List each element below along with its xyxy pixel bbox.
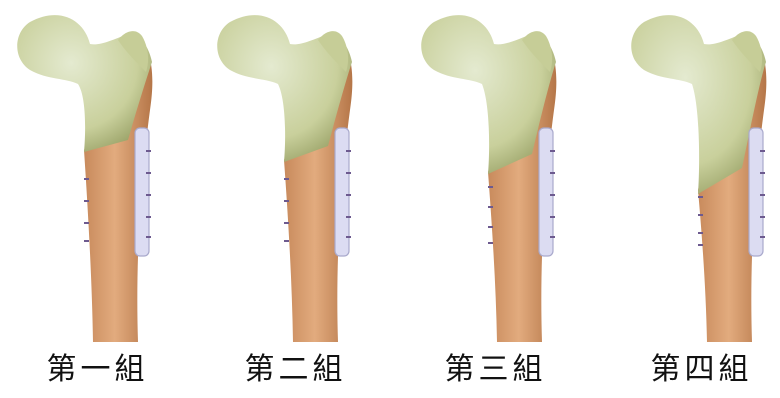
group-2-panel: 第二組 [198, 0, 393, 398]
group-4-label: 第四組 [604, 348, 780, 392]
group-3-panel: 第三組 [398, 0, 593, 398]
femur-1-model [0, 0, 195, 345]
femur-2-model [198, 0, 393, 345]
group-4-panel: 第四組 [582, 0, 777, 398]
femur-3-model [398, 0, 593, 345]
group-1-panel: 第一組 [0, 0, 195, 398]
group-2-label: 第二組 [198, 348, 393, 392]
group-1-label: 第一組 [0, 348, 195, 392]
femur-4-model [582, 0, 777, 345]
group-3-label: 第三組 [398, 348, 593, 392]
